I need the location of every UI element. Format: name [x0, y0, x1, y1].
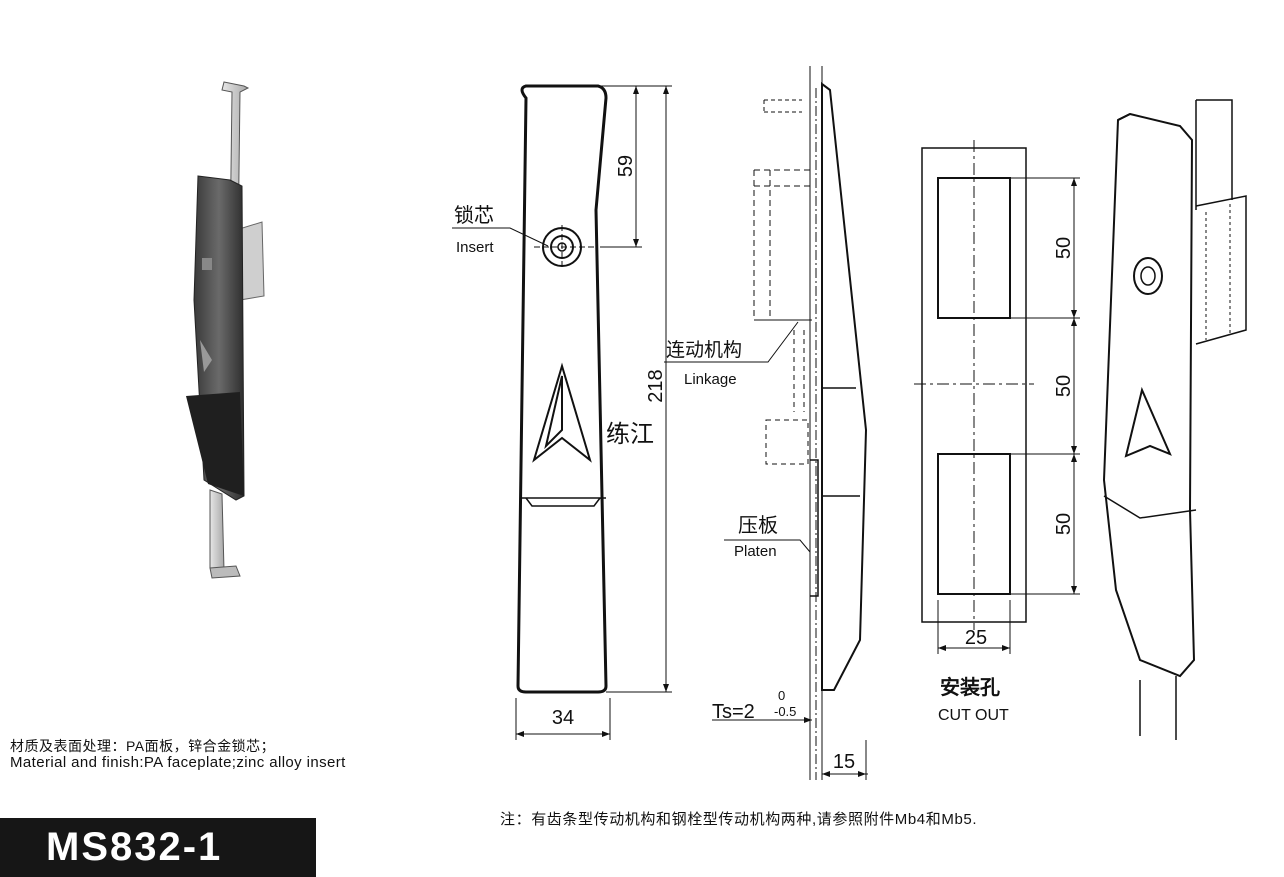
- dim-25: 25: [965, 627, 987, 649]
- thickness-label: Ts=2: [712, 701, 755, 723]
- cutout-label-cn: 安装孔: [940, 675, 1000, 699]
- product-photo: [186, 81, 265, 579]
- model-badge: MS832-1: [0, 818, 316, 877]
- linkage-label-cn: 连动机构: [666, 339, 742, 361]
- insert-label-cn: 锁芯: [454, 204, 494, 227]
- perspective-lock-icon: [1133, 257, 1163, 295]
- arrow-symbol: [532, 362, 592, 463]
- dim-50-mid: 50: [1053, 375, 1075, 397]
- material-cn: 材质及表面处理：PA面板，锌合金锁芯；: [10, 738, 276, 754]
- cutout-drawing: [914, 140, 1080, 654]
- watermark: 练江: [606, 421, 654, 448]
- footnote: 注：有齿条型传动机构和钢栓型传动机构两种,请参照附件Mb4和Mb5.: [500, 811, 978, 828]
- linkage-label-en: Linkage: [684, 371, 737, 388]
- cutout-label-en: CUT OUT: [938, 707, 1009, 724]
- dim-218: 218: [645, 369, 667, 402]
- thickness-tol-upper: 0: [778, 688, 785, 703]
- side-view: [712, 66, 868, 780]
- insert-label-en: Insert: [456, 239, 494, 256]
- dim-34: 34: [552, 707, 574, 729]
- dim-59: 59: [615, 155, 637, 177]
- dim-50-bot: 50: [1053, 513, 1075, 535]
- platen-label-cn: 压板: [738, 514, 778, 537]
- front-view: [452, 84, 811, 740]
- platen-label-en: Platen: [734, 543, 777, 560]
- model-number: MS832-1: [46, 825, 223, 869]
- perspective-view: [1102, 99, 1247, 740]
- material-en: Material and finish:PA faceplate;zinc al…: [10, 754, 346, 771]
- dim-50-top: 50: [1053, 237, 1075, 259]
- dim-15: 15: [833, 751, 855, 773]
- thickness-tol-lower: -0.5: [774, 704, 796, 719]
